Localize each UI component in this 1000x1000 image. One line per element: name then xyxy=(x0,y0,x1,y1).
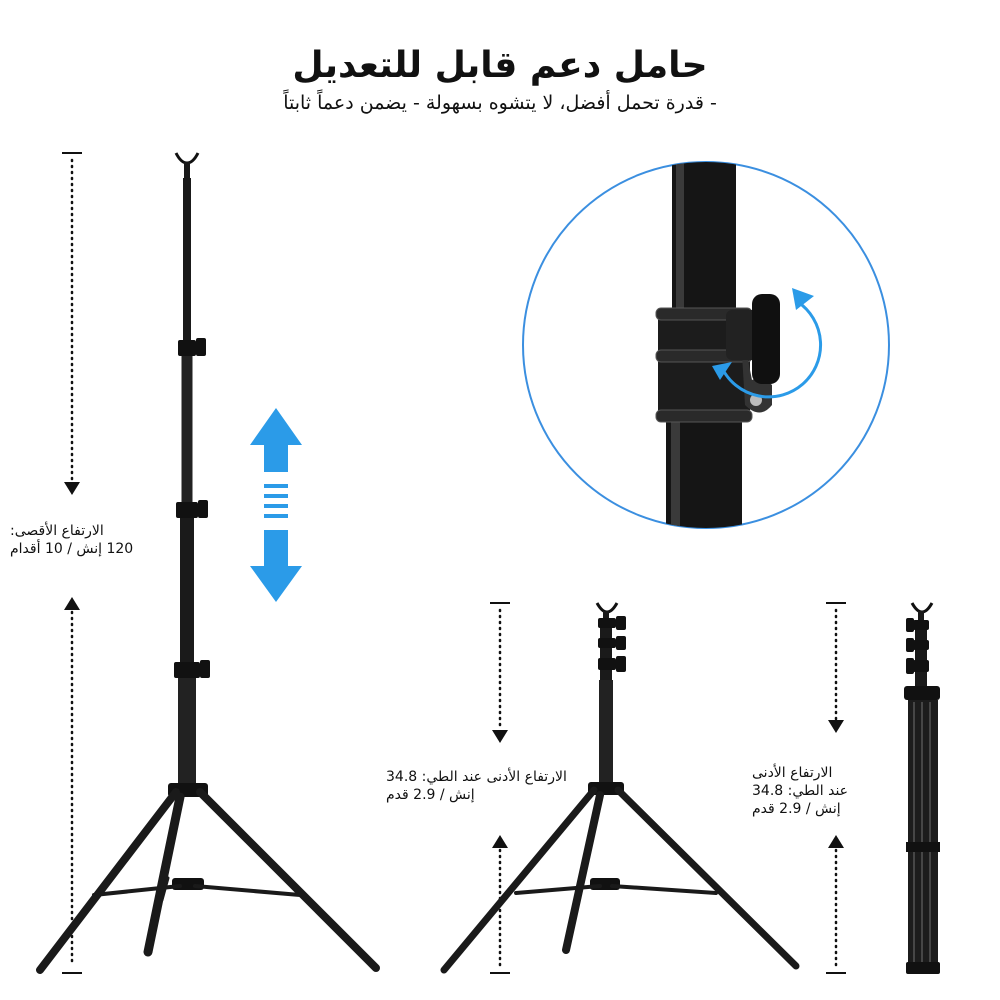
folded-stand xyxy=(904,602,940,974)
min-height-a-line1: الارتفاع الأدنى عند الطي: 34.8 xyxy=(386,769,567,785)
page-title: حامل دعم قابل للتعديل xyxy=(292,45,708,86)
clamp-zoom-circle xyxy=(522,161,890,529)
max-height-line2: 120 إنش / 10 أقدام xyxy=(10,541,134,557)
max-height-line1: الارتفاع الأقصى: xyxy=(10,523,104,539)
min-height-marker-a xyxy=(490,602,510,974)
page-subtitle: - قدرة تحمل أفضل، لا يتشوه بسهولة - يضمن… xyxy=(283,92,717,114)
short-stand xyxy=(440,602,800,974)
min-height-a-line2: إنش / 2.9 قدم xyxy=(386,787,475,803)
min-height-b-line1: الارتفاع الأدنى xyxy=(752,765,833,781)
min-height-b-line3: إنش / 2.9 قدم xyxy=(752,801,841,817)
min-height-marker-b xyxy=(826,602,846,974)
min-height-b-line2: عند الطي: 34.8 xyxy=(752,783,849,799)
tall-stand xyxy=(36,152,380,974)
max-height-label: الارتفاع الأقصى: 120 إنش / 10 أقدام xyxy=(10,522,160,558)
rotate-arrow-icon xyxy=(720,300,822,399)
double-arrow-icon xyxy=(250,408,302,602)
max-height-marker xyxy=(62,152,82,974)
min-height-label-a: الارتفاع الأدنى عند الطي: 34.8 إنش / 2.9… xyxy=(386,768,600,804)
min-height-label-b: الارتفاع الأدنى عند الطي: 34.8 إنش / 2.9… xyxy=(752,764,876,818)
